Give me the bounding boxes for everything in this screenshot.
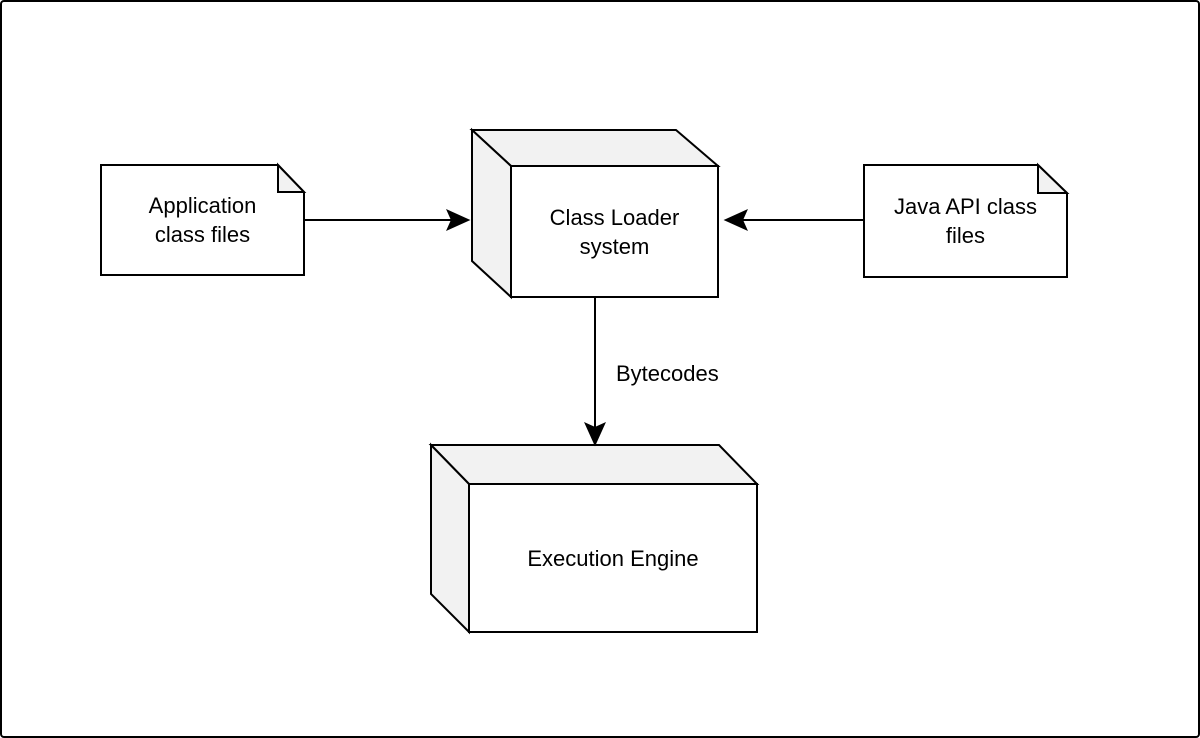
arrowhead-down-icon <box>584 422 606 447</box>
cube-front-face <box>510 165 719 298</box>
application-class-files-label: Application class files <box>148 193 257 247</box>
edge-loader-to-engine <box>584 298 606 447</box>
note-fold-corner <box>1037 162 1070 194</box>
node-java-api-class-files <box>863 162 1070 278</box>
node-application-class-files <box>100 162 307 276</box>
bytecodes-edge-label: Bytecodes <box>616 361 719 386</box>
edge-api-to-loader <box>723 209 863 231</box>
java-api-class-files-label: Java API class files <box>893 194 1038 248</box>
class-loader-system-label: Class Loader system <box>549 204 680 259</box>
arrowhead-left-icon <box>723 209 748 231</box>
note-body <box>100 164 305 276</box>
node-execution-engine <box>428 442 760 635</box>
node-class-loader-system <box>469 127 721 300</box>
arrowhead-right-icon <box>446 209 471 231</box>
note-fold-corner <box>277 162 307 193</box>
cube-front-face <box>468 483 758 633</box>
cube-top-face <box>428 444 760 485</box>
cube-top-face <box>469 129 721 167</box>
execution-engine-label: Execution Engine <box>527 545 699 571</box>
edge-app-to-loader <box>305 209 471 231</box>
note-body <box>863 164 1068 278</box>
